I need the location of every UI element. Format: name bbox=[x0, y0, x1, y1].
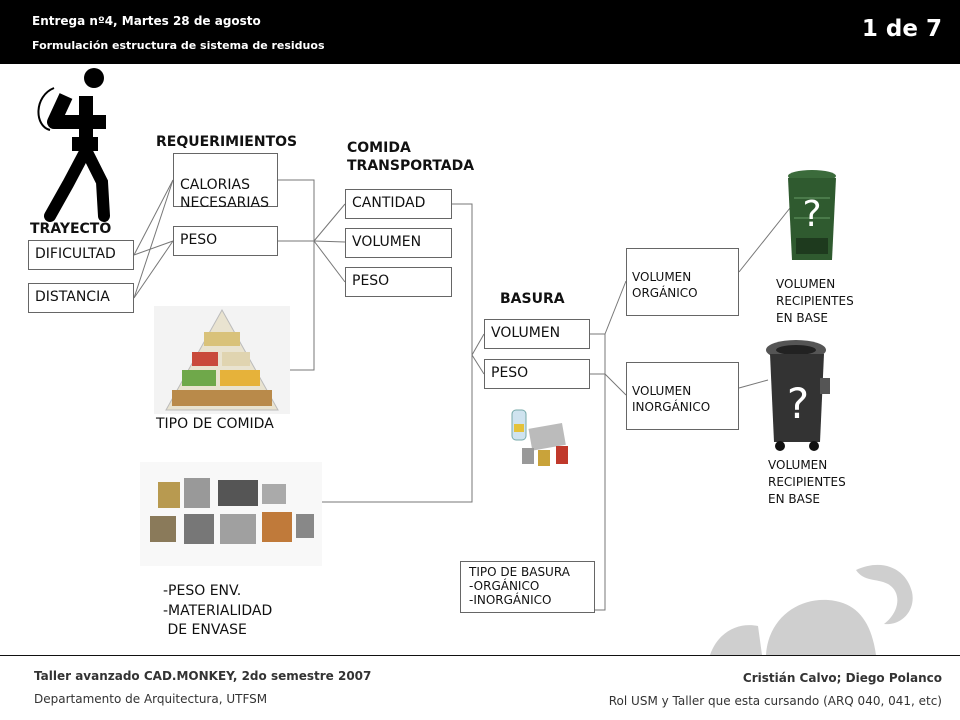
box-volumen-comida-label: VOLUMEN bbox=[352, 234, 422, 250]
tipo-basura-organico: -ORGÁNICO bbox=[469, 579, 540, 593]
page-counter: 1 de 7 bbox=[861, 16, 942, 42]
food-pyramid-image bbox=[154, 306, 290, 414]
question-mark-organico: ? bbox=[802, 194, 821, 235]
trash-bin-icon: ? bbox=[766, 340, 830, 451]
compost-bin-icon: ? bbox=[788, 170, 836, 260]
box-volumen-inorganico: VOLUMEN INORGÁNICO bbox=[626, 362, 739, 430]
footer-department: Departamento de Arquitectura, UTFSM bbox=[34, 692, 268, 706]
box-dificultad-label: DIFICULTAD bbox=[35, 246, 116, 262]
envase-line-3: DE ENVASE bbox=[163, 622, 247, 638]
box-peso-basura-label: PESO bbox=[491, 365, 529, 381]
box-distancia: DISTANCIA bbox=[28, 283, 134, 313]
tipo-comida-label: TIPO DE COMIDA bbox=[156, 416, 274, 432]
tipo-basura-inorganico: -INORGÁNICO bbox=[469, 593, 552, 607]
header-title: Entrega nº4, Martes 28 de agosto bbox=[32, 14, 261, 28]
monkey-logo-watermark bbox=[710, 564, 913, 655]
box-peso-basura: PESO bbox=[484, 359, 590, 389]
box-peso-req-label: PESO bbox=[180, 232, 218, 248]
box-volumen-comida: VOLUMEN bbox=[345, 228, 452, 258]
recipientes-inorganico-label: VOLUMEN RECIPIENTES EN BASE bbox=[768, 458, 846, 506]
requerimientos-title: REQUERIMIENTOS bbox=[156, 134, 298, 150]
tipo-basura-title: TIPO DE BASURA bbox=[469, 565, 570, 579]
box-volumen-organico-label: VOLUMEN ORGÁNICO bbox=[632, 270, 698, 300]
footer-course: Taller avanzado CAD.MONKEY, 2do semestre… bbox=[34, 669, 372, 683]
recyclables-image bbox=[511, 409, 568, 466]
footer-authors: Cristián Calvo; Diego Polanco bbox=[742, 671, 942, 685]
footer-rol: Rol USM y Taller que esta cursando (ARQ … bbox=[608, 694, 942, 708]
recipientes-organico-label: VOLUMEN RECIPIENTES EN BASE bbox=[776, 277, 854, 325]
box-volumen-organico: VOLUMEN ORGÁNICO bbox=[626, 248, 739, 316]
walker-icon bbox=[37, 68, 110, 222]
box-calorias: CALORIAS NECESARIAS bbox=[173, 153, 278, 211]
materials-image bbox=[140, 462, 322, 566]
trayecto-title: TRAYECTO bbox=[30, 221, 112, 237]
box-tipo-basura: TIPO DE BASURA -ORGÁNICO -INORGÁNICO bbox=[460, 561, 595, 613]
box-volumen-inorganico-label: VOLUMEN INORGÁNICO bbox=[632, 384, 711, 414]
box-peso-req: PESO bbox=[173, 226, 278, 256]
box-peso-comida-label: PESO bbox=[352, 273, 390, 289]
box-distancia-label: DISTANCIA bbox=[35, 289, 110, 305]
box-volumen-basura: VOLUMEN bbox=[484, 319, 590, 349]
basura-title: BASURA bbox=[500, 291, 565, 307]
box-cantidad: CANTIDAD bbox=[345, 189, 452, 219]
envase-line-2: -MATERIALIDAD bbox=[163, 603, 273, 619]
header-subtitle: Formulación estructura de sistema de res… bbox=[32, 39, 325, 52]
header-bar: Entrega nº4, Martes 28 de agosto Formula… bbox=[0, 0, 960, 64]
box-calorias-label: CALORIAS NECESARIAS bbox=[180, 177, 269, 211]
envase-line-1: -PESO ENV. bbox=[163, 583, 242, 599]
box-dificultad: DIFICULTAD bbox=[28, 240, 134, 270]
box-peso-comida: PESO bbox=[345, 267, 452, 297]
comida-title: COMIDA TRANSPORTADA bbox=[347, 140, 475, 174]
footer-divider bbox=[0, 655, 960, 656]
box-cantidad-label: CANTIDAD bbox=[352, 195, 426, 211]
box-volumen-basura-label: VOLUMEN bbox=[491, 325, 561, 341]
question-mark-inorganico: ? bbox=[787, 379, 809, 428]
